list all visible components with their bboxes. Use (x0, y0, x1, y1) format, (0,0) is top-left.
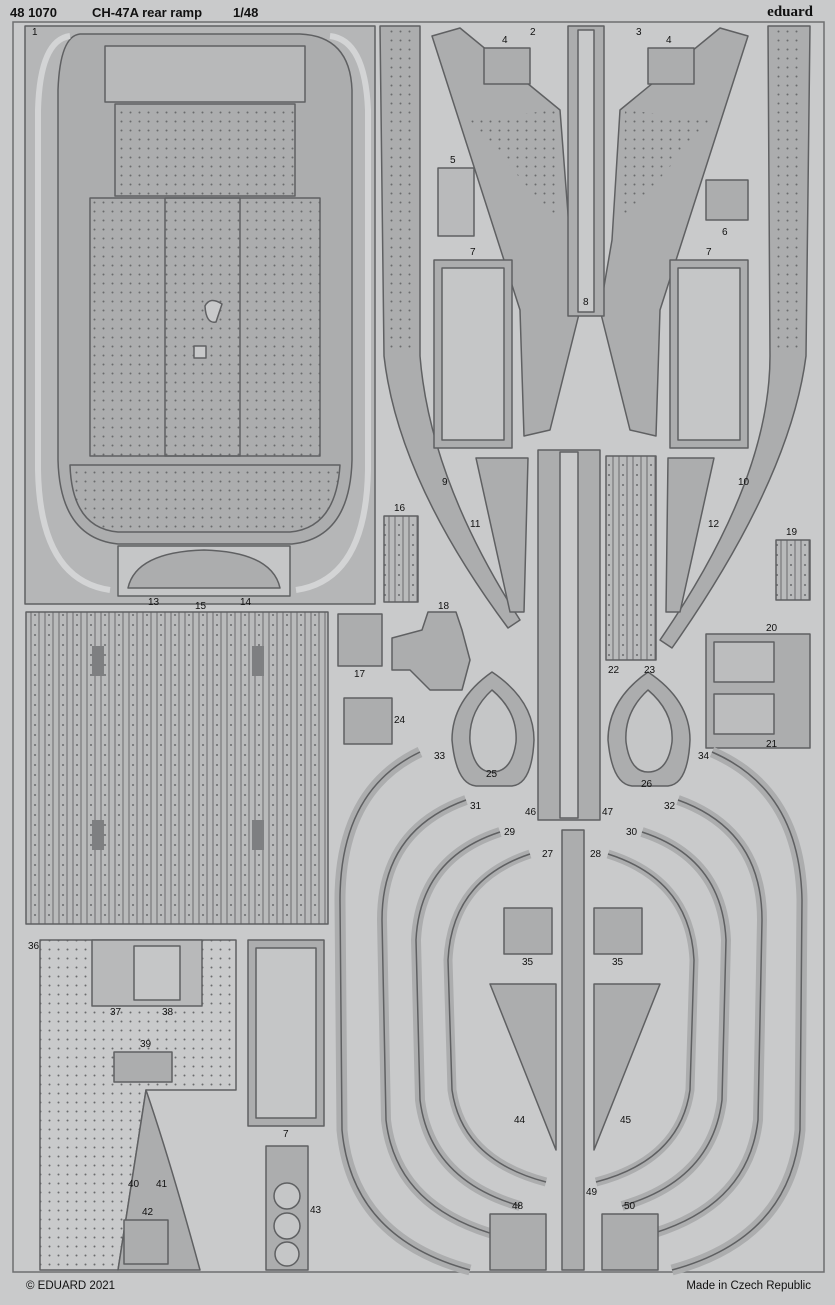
part-number-38: 38 (162, 1007, 174, 1018)
part-number-17: 17 (354, 669, 366, 680)
part-number-49: 49 (586, 1187, 598, 1198)
part-42 (123, 1219, 169, 1265)
part-12 (665, 457, 715, 613)
part-4-bracket (483, 47, 531, 85)
part-48 (489, 1213, 547, 1271)
part-number-41: 41 (156, 1179, 168, 1190)
part-number-3: 3 (636, 27, 642, 38)
part-number-13: 13 (148, 597, 160, 608)
brand-logo: eduard (767, 4, 813, 20)
part-number-7c: 7 (283, 1129, 289, 1140)
part-number-31: 31 (470, 801, 482, 812)
part-19 (775, 539, 811, 601)
part-49-strip (561, 829, 585, 1271)
part-9-rail (379, 25, 521, 629)
part-number-26: 26 (641, 779, 653, 790)
part-number-8: 8 (583, 297, 589, 308)
scale-label: 1/48 (233, 5, 259, 20)
part-number-20: 20 (766, 623, 778, 634)
part-5 (437, 167, 475, 237)
product-code: 48 1070 (10, 5, 57, 20)
part-number-2: 2 (530, 27, 536, 38)
part-50 (601, 1213, 659, 1271)
part-18 (391, 611, 471, 691)
part-24 (343, 697, 393, 745)
part-number-4a: 4 (502, 35, 508, 46)
part-16 (383, 515, 419, 603)
part-number-29: 29 (504, 827, 516, 838)
part-number-12: 12 (708, 519, 720, 530)
part-number-7b: 7 (706, 247, 712, 258)
part-number-6: 6 (722, 227, 728, 238)
part-number-21: 21 (766, 739, 778, 750)
part-number-1: 1 (32, 27, 38, 38)
part-number-27: 27 (542, 849, 554, 860)
part-number-45: 45 (620, 1115, 632, 1126)
part-number-46: 46 (525, 807, 537, 818)
part-1-ramp-floor (24, 25, 376, 605)
part-number-32: 32 (664, 801, 676, 812)
origin-notice: Made in Czech Republic (686, 1280, 811, 1292)
part-number-15: 15 (195, 601, 207, 612)
part-number-28: 28 (590, 849, 602, 860)
part-number-19: 19 (786, 527, 798, 538)
part-number-23: 23 (644, 665, 656, 676)
part-39 (113, 1051, 173, 1083)
part-35-b (593, 907, 643, 955)
part-number-48: 48 (512, 1201, 524, 1212)
part-number-11: 11 (470, 519, 481, 530)
part-number-4b: 4 (666, 35, 672, 46)
part-number-39: 39 (140, 1039, 152, 1050)
part-number-42: 42 (142, 1207, 154, 1218)
part-number-47: 47 (602, 807, 614, 818)
part-17 (337, 613, 383, 667)
parts-28-34-right-ribbons (594, 746, 808, 1276)
part-number-7a: 7 (470, 247, 476, 258)
part-4-bracket-b (647, 47, 695, 85)
fret-frame (12, 21, 825, 1273)
part-number-14: 14 (240, 597, 252, 608)
part-number-18: 18 (438, 601, 450, 612)
part-35-a (503, 907, 553, 955)
part-number-5: 5 (450, 155, 456, 166)
part-number-34: 34 (698, 751, 710, 762)
part-number-35b: 35 (612, 957, 624, 968)
part-11 (475, 457, 529, 613)
part-6 (705, 179, 749, 221)
part-number-22: 22 (608, 665, 620, 676)
floor-ribbed-panel (25, 611, 329, 925)
part-number-50: 50 (624, 1201, 636, 1212)
part-number-33: 33 (434, 751, 446, 762)
product-title: CH-47A rear ramp (92, 5, 203, 20)
part-44 (489, 983, 557, 1151)
part-number-30: 30 (626, 827, 638, 838)
part-number-36: 36 (28, 941, 40, 952)
part-number-16: 16 (394, 503, 406, 514)
part-10-rail (659, 25, 811, 649)
parts-27-34-left-ribbons (334, 747, 548, 1276)
part-number-35a: 35 (522, 957, 534, 968)
part-number-43: 43 (310, 1205, 322, 1216)
part-number-40: 40 (128, 1179, 140, 1190)
part-22-23 (605, 455, 657, 661)
part-number-10: 10 (738, 477, 750, 488)
part-number-44: 44 (514, 1115, 526, 1126)
part-number-25: 25 (486, 769, 498, 780)
part-number-9: 9 (442, 477, 448, 488)
copyright-notice: © EDUARD 2021 (26, 1280, 116, 1292)
part-number-37: 37 (110, 1007, 122, 1018)
part-number-24: 24 (394, 715, 406, 726)
part-45 (593, 983, 661, 1151)
